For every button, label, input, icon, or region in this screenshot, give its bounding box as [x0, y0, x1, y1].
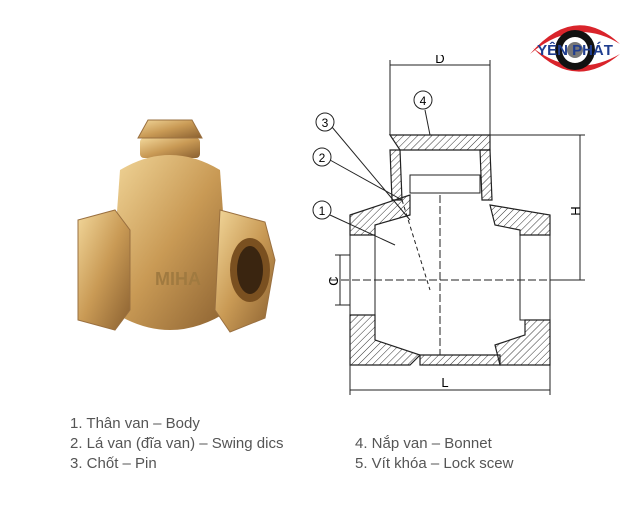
callout-3: 3 [322, 116, 329, 130]
dimension-l: L [441, 375, 448, 390]
legend-right: 4. Nắp van – Bonnet 5. Vít khóa – Lock s… [355, 434, 513, 474]
callout-1: 1 [319, 204, 326, 218]
legend-item: 3. Chốt – Pin [70, 455, 157, 472]
callout-4: 4 [420, 94, 427, 108]
valve-photo: MIHA [77, 119, 276, 333]
embossed-text: MIHA [155, 269, 201, 289]
dimension-d: D [435, 55, 444, 66]
dimension-c: C [326, 276, 341, 285]
legend-item: 1. Thân van – Body [70, 415, 200, 432]
svg-text:YÊN PHÁT: YÊN PHÁT [537, 41, 613, 59]
cross-section-diagram: D H C L 1 2 3 4 [312, 55, 585, 395]
legend-item: 4. Nắp van – Bonnet [355, 435, 492, 452]
dimension-h: H [568, 206, 583, 215]
callout-2: 2 [319, 151, 326, 165]
legend-item: 2. Lá van (đĩa van) – Swing dics [70, 435, 284, 452]
legend-left: 1. Thân van – Body 2. Lá van (đĩa van) –… [70, 414, 283, 474]
legend-item: 5. Vít khóa – Lock scew [355, 455, 514, 472]
yen-phat-logo: YÊN PHÁT [530, 25, 620, 72]
